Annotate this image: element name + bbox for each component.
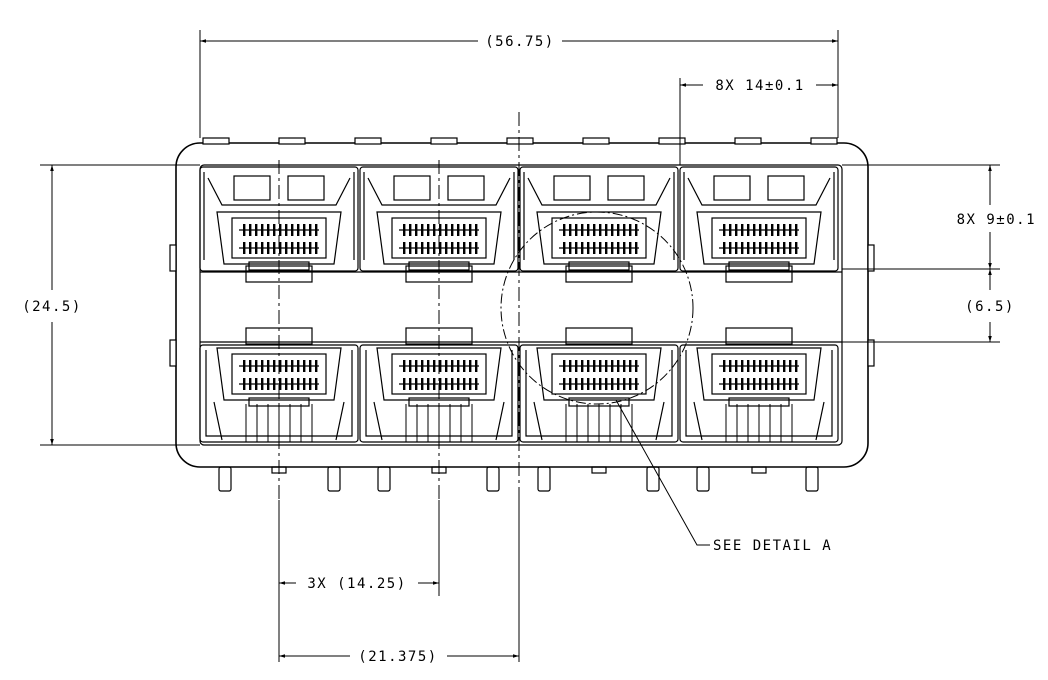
- detail-a-circle: [500, 211, 694, 405]
- latch-window: [607, 175, 645, 201]
- contact-block: [696, 211, 822, 271]
- contact-block: [536, 211, 662, 271]
- lightpipe-tab: [565, 265, 633, 283]
- latch-window: [233, 175, 271, 201]
- latch-window: [713, 175, 751, 201]
- lightpipe-tab: [725, 327, 793, 345]
- latch-window: [767, 175, 805, 201]
- centerlines: [278, 112, 520, 500]
- port-column: [679, 166, 839, 443]
- latch-window: [287, 175, 325, 201]
- port-height-dimension: 8X 9±0.1: [957, 212, 1036, 228]
- side-tabs: [169, 244, 875, 367]
- extension-lines: [40, 30, 1000, 662]
- lightpipe-tab: [565, 327, 633, 345]
- port-column: [519, 166, 679, 443]
- port-array: [199, 166, 839, 443]
- detail-callout: SEE DETAIL A: [713, 538, 832, 554]
- lightpipe-tab: [725, 265, 793, 283]
- port-pitch-dimension: 3X (14.25): [307, 576, 406, 592]
- top-tabs: [202, 137, 838, 145]
- center-offset-dimension: (21.375): [358, 649, 437, 665]
- overall-height-dimension: (24.5): [22, 299, 82, 315]
- gap-height-dimension: (6.5): [965, 299, 1015, 315]
- latch-window: [393, 175, 431, 201]
- contact-block: [696, 347, 822, 407]
- latch-window: [447, 175, 485, 201]
- contact-block: [376, 347, 502, 407]
- contact-block: [536, 347, 662, 407]
- housing-outline: [175, 142, 869, 468]
- port-column: [359, 166, 519, 443]
- dimension-lines: [50, 39, 992, 658]
- latch-window: [553, 175, 591, 201]
- overall-width-dimension: (56.75): [485, 34, 555, 50]
- pitch-dimension: 8X 14±0.1: [715, 78, 804, 94]
